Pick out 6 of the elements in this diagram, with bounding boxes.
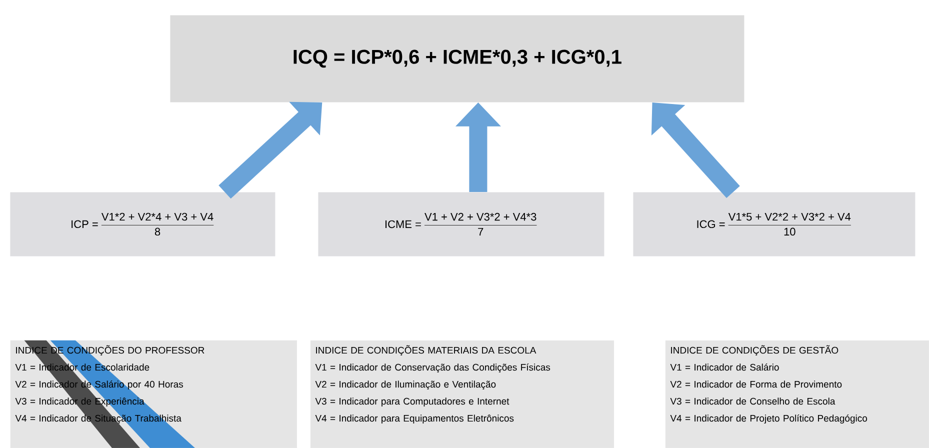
info-box: INDICE DE CONDIÇÕES DE GESTÃO V1 = Indicador de Salário V2 = Indicador de Forma de Provimento V3 = Indicador de Conselho de Escola V4 = Indicador de Projeto Político Pedagógico xyxy=(665,340,929,448)
formula-box: ICP = V1*2 + V2*4 + V3 + V4 8 xyxy=(10,192,276,256)
formula-box: ICME = V1 + V2 + V3*2 + V4*3 7 xyxy=(318,192,604,256)
formula-box: ICG = V1*5 + V2*2 + V3*2 + V4 10 xyxy=(633,192,916,256)
info-box: INDICE DE CONDIÇÕES MATERIAIS DA ESCOLA V1 = Indicador de Conservação das Condições Físicas V2 = Indicador de Iluminação e Ventilação V3 = Indicador para Computadores e Internet V4 = Indicador para Equipamentos Eletrônicos xyxy=(310,340,614,448)
formula-box: ICQ = ICP*0,6 + ICME*0,3 + ICG*0,1 xyxy=(170,15,744,102)
